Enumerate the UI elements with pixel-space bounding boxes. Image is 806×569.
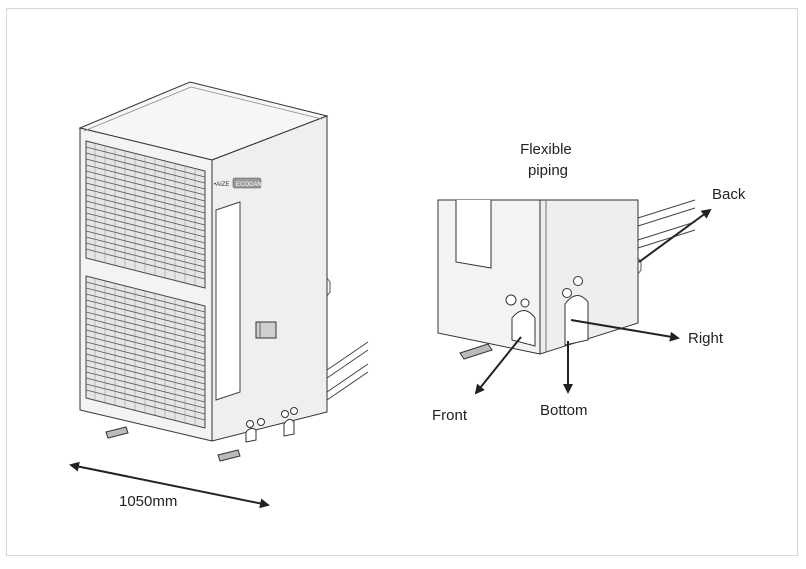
knockouts bbox=[245, 407, 298, 443]
brand-logo: •AIZE bbox=[214, 182, 229, 188]
detail-knockout-front bbox=[511, 310, 536, 347]
right-label: Right bbox=[688, 330, 724, 347]
front-arrow bbox=[474, 336, 522, 395]
unit-feet bbox=[105, 426, 241, 462]
back-label: Back bbox=[712, 186, 746, 203]
flexible-piping-label: Flexible piping bbox=[520, 141, 576, 179]
right-arrow bbox=[570, 319, 680, 342]
unit-side-face bbox=[211, 115, 328, 442]
grille-lower bbox=[85, 275, 206, 429]
width-dimension-label: 1050mm bbox=[119, 493, 177, 510]
side-handle bbox=[255, 321, 277, 339]
back-arrow bbox=[638, 208, 712, 263]
detail-side-panel bbox=[539, 199, 639, 355]
width-dimension-arrow bbox=[69, 461, 270, 509]
flexible-piping-line1: Flexible bbox=[520, 141, 572, 158]
outdoor-unit: •AIZE ECODAN bbox=[78, 81, 369, 462]
bottom-label: Bottom bbox=[540, 402, 588, 419]
flexible-piping-line2: piping bbox=[528, 162, 568, 179]
side-window bbox=[215, 201, 241, 401]
brand-badge-text: ECODAN bbox=[236, 182, 262, 188]
unit-piping bbox=[326, 341, 369, 401]
front-label: Front bbox=[432, 407, 468, 424]
detail-piping bbox=[637, 199, 696, 249]
brand-badge bbox=[232, 177, 262, 189]
detail-view bbox=[437, 199, 696, 360]
